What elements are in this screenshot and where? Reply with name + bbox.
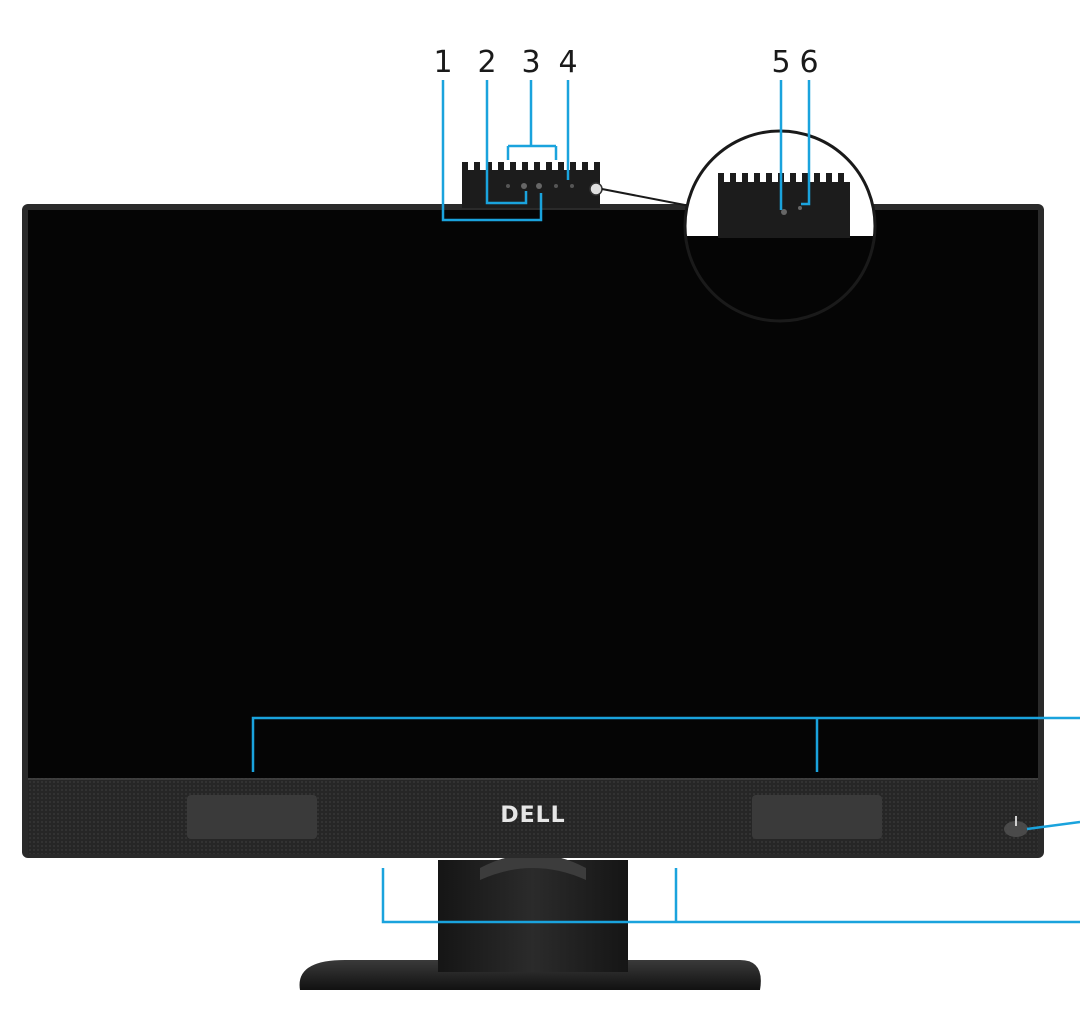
leader-microphones: [381, 868, 1080, 924]
dell-logo-icon: DELL: [500, 803, 565, 828]
callout-4: 4: [558, 45, 577, 80]
callout-3: 3: [521, 45, 540, 80]
callout-6: 6: [799, 45, 818, 80]
stand-neck: [438, 860, 628, 972]
display-screen: [28, 210, 1038, 778]
leader-1: [441, 80, 543, 222]
left-speaker: [187, 795, 317, 839]
leader-6: [801, 80, 811, 206]
leader-2: [485, 80, 528, 205]
callout-leaders: [251, 80, 1080, 924]
leader-speakers: [251, 716, 1080, 772]
camera-icon: [462, 162, 603, 208]
leader-power: [1026, 820, 1080, 831]
stand-base: [299, 960, 761, 990]
callout-2: 2: [477, 45, 496, 80]
stand-hinge: [480, 854, 586, 880]
callout-5: 5: [771, 45, 790, 80]
power-icon[interactable]: [1004, 816, 1028, 837]
right-speaker: [752, 795, 882, 839]
callout-1: 1: [433, 45, 452, 80]
leader-3: [506, 80, 558, 160]
